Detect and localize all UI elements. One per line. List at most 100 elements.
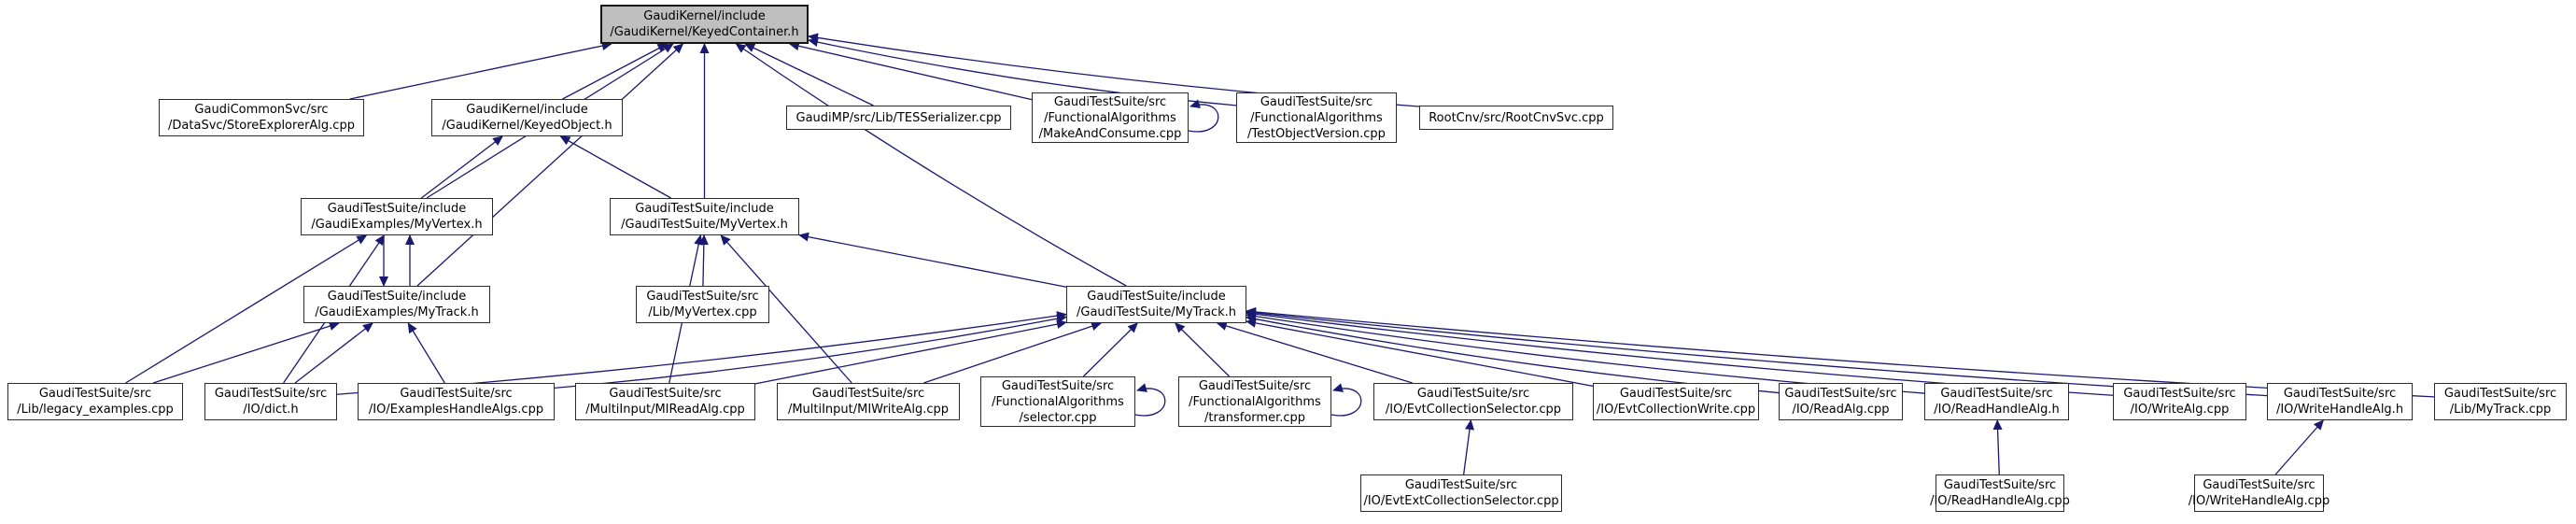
node-label-line: /IO/ExamplesHandleAlgs.cpp [368, 403, 544, 417]
node-label-line: GaudiTestSuite/src [1943, 478, 2057, 492]
edge-evt-ext-collection-selector-cpp--evt-collection-selector-cpp [1463, 419, 1474, 475]
graph-node-write-handle-alg-cpp[interactable]: GaudiTestSuite/src/IO/WriteHandleAlg.cpp [2189, 474, 2330, 512]
graph-node-lib-my-vertex-cpp[interactable]: GaudiTestSuite/src/Lib/MyVertex.cpp [636, 286, 769, 323]
graph-node-mi-read-alg-cpp[interactable]: GaudiTestSuite/src/MultiInput/MIReadAlg.… [575, 383, 755, 420]
node-label-line: /FunctionalAlgorithms [992, 394, 1124, 409]
node-label-line: GaudiTestSuite/src [609, 387, 722, 401]
node-label-line: GaudiTestSuite/src [214, 387, 328, 401]
node-label-line: GaudiTestSuite/src [2283, 387, 2397, 401]
edge-examples-my-vertex-h--keyed-object-h [420, 135, 503, 199]
node-label-line: /GaudiExamples/MyTrack.h [315, 305, 479, 319]
edge-mi-write-alg-cpp--testsuite-my-track-h [923, 321, 1103, 384]
graph-node-evt-ext-collection-selector-cpp[interactable]: GaudiTestSuite/src/IO/EvtExtCollectionSe… [1360, 474, 1562, 512]
graph-node-legacy-examples-cpp[interactable]: GaudiTestSuite/src/Lib/legacy_examples.c… [7, 383, 183, 420]
node-label-line: /IO/ReadAlg.cpp [1792, 403, 1890, 417]
self-loop-selector-cpp [1134, 383, 1166, 417]
node-label-line: /GaudiExamples/MyVertex.h [311, 218, 483, 232]
graph-node-read-alg-cpp[interactable]: GaudiTestSuite/src/IO/ReadAlg.cpp [1779, 383, 1903, 420]
graph-node-store-explorer-alg-cpp[interactable]: GaudiCommonSvc/src/DataSvc/StoreExplorer… [159, 99, 364, 136]
node-label-line: /MultiInput/MIWriteAlg.cpp [787, 403, 950, 417]
edge-read-handle-alg-cpp--read-handle-alg-h [1992, 419, 2003, 475]
node-label-line: /GaudiTestSuite/MyVertex.h [621, 218, 788, 232]
node-label-line: /FunctionalAlgorithms [1189, 394, 1321, 409]
node-label-line: /Lib/MyTrack.cpp [2449, 403, 2552, 417]
node-label-line: GaudiTestSuite/src [1198, 378, 1312, 393]
node-label-line: GaudiTestSuite/src [2443, 387, 2557, 401]
edge-store-explorer-alg-cpp--keyed-container-h [349, 41, 612, 100]
node-label-line: /IO/WriteHandleAlg.cpp [2188, 494, 2330, 508]
node-label-line: /IO/ReadHandleAlg.cpp [1930, 494, 2070, 508]
graph-node-keyed-container-h: GaudiKernel/include/GaudiKernel/KeyedCon… [600, 5, 809, 44]
edge-testsuite-my-track-h--keyed-container-h [735, 43, 1127, 287]
edge-testsuite-my-track-h--testsuite-my-vertex-h [798, 232, 1067, 288]
graph-node-read-handle-alg-h[interactable]: GaudiTestSuite/src/IO/ReadHandleAlg.h [1924, 383, 2069, 420]
graph-node-root-cnv-svc-cpp[interactable]: RootCnv/src/RootCnvSvc.cpp [1419, 106, 1613, 130]
node-label-line: GaudiTestSuite/src [1404, 478, 1518, 492]
node-label-line: GaudiTestSuite/src [38, 387, 152, 401]
graph-node-testsuite-my-vertex-h[interactable]: GaudiTestSuite/include/GaudiTestSuite/My… [610, 198, 799, 235]
edge-examples-handle-algs-cpp--examples-my-track-h [407, 322, 445, 384]
edge-lib-my-track-cpp--testsuite-my-track-h [1246, 306, 2435, 398]
node-label-line: GaudiTestSuite/include [635, 202, 774, 216]
edge-make-and-consume-cpp--keyed-container-h [788, 41, 1033, 101]
node-label-line: GaudiTestSuite/src [2203, 478, 2316, 492]
graph-node-mi-write-alg-cpp[interactable]: GaudiTestSuite/src/MultiInput/MIWriteAlg… [777, 383, 960, 420]
edge-write-handle-alg-cpp--write-handle-alg-h [2274, 419, 2325, 475]
node-label-line: /Lib/MyVertex.cpp [648, 305, 757, 319]
graph-node-testsuite-my-track-h[interactable]: GaudiTestSuite/include/GaudiTestSuite/My… [1066, 286, 1246, 323]
self-loop-make-and-consume-cpp [1188, 99, 1219, 133]
edge-io-dict-h--examples-my-track-h [294, 322, 373, 384]
node-label-line: GaudiTestSuite/include [1087, 290, 1226, 304]
node-label-line: GaudiTestSuite/src [646, 290, 759, 304]
graph-node-tes-serializer-cpp[interactable]: GaudiMP/src/Lib/TESSerializer.cpp [786, 106, 1011, 130]
edge-mi-read-alg-cpp--testsuite-my-track-h [754, 319, 1067, 385]
edge-examples-handle-algs-cpp--testsuite-my-track-h [554, 314, 1067, 389]
edge-testsuite-my-vertex-h--keyed-object-h [559, 135, 671, 199]
edge-mi-write-alg-cpp--testsuite-my-vertex-h [720, 234, 852, 384]
node-label-line: RootCnv/src/RootCnvSvc.cpp [1429, 110, 1604, 125]
graph-node-keyed-object-h[interactable]: GaudiKernel/include/GaudiKernel/KeyedObj… [431, 99, 623, 136]
node-label-line: /selector.cpp [1019, 410, 1097, 425]
edge-tes-serializer-cpp--keyed-container-h [744, 43, 874, 106]
node-label-line: GaudiTestSuite/src [1001, 378, 1115, 393]
graph-node-write-alg-cpp[interactable]: GaudiTestSuite/src/IO/WriteAlg.cpp [2113, 383, 2246, 420]
node-label-line: GaudiTestSuite/src [1619, 387, 1733, 401]
node-label-line: GaudiTestSuite/include [327, 202, 467, 216]
self-loop-transformer-cpp [1330, 383, 1362, 417]
node-label-line: /IO/EvtExtCollectionSelector.cpp [1363, 494, 1559, 508]
edge-evt-collection-write-cpp--testsuite-my-track-h [1246, 318, 1594, 388]
node-label-line: GaudiKernel/include [466, 103, 588, 117]
node-label-line: GaudiTestSuite/src [1260, 94, 1373, 109]
edge-transformer-cpp--testsuite-my-track-h [1175, 322, 1231, 377]
node-label-line: /transformer.cpp [1204, 410, 1306, 425]
graph-node-examples-my-track-h[interactable]: GaudiTestSuite/include/GaudiExamples/MyT… [303, 286, 490, 323]
graph-node-lib-my-track-cpp[interactable]: GaudiTestSuite/src/Lib/MyTrack.cpp [2434, 383, 2567, 420]
graph-node-evt-collection-selector-cpp[interactable]: GaudiTestSuite/src/IO/EvtCollectionSelec… [1373, 383, 1573, 420]
node-label-line: /IO/WriteAlg.cpp [2130, 403, 2230, 417]
graph-node-write-handle-alg-h[interactable]: GaudiTestSuite/src/IO/WriteHandleAlg.h [2267, 383, 2413, 420]
node-label-line: GaudiTestSuite/include [327, 290, 467, 304]
graph-node-make-and-consume-cpp[interactable]: GaudiTestSuite/src/FunctionalAlgorithms/… [1032, 92, 1189, 143]
edge-selector-cpp--testsuite-my-track-h [1082, 322, 1138, 377]
graph-node-examples-my-vertex-h[interactable]: GaudiTestSuite/include/GaudiExamples/MyV… [301, 198, 493, 235]
edge-examples-my-track-h--keyed-container-h [416, 43, 684, 287]
graph-node-test-object-version-cpp[interactable]: GaudiTestSuite/src/FunctionalAlgorithms/… [1236, 92, 1397, 143]
edge-evt-collection-selector-cpp--testsuite-my-track-h [1216, 321, 1413, 384]
node-label-line: GaudiCommonSvc/src [194, 103, 329, 117]
graph-node-read-handle-alg-cpp[interactable]: GaudiTestSuite/src/IO/ReadHandleAlg.cpp [1930, 474, 2070, 512]
graph-node-transformer-cpp[interactable]: GaudiTestSuite/src/FunctionalAlgorithms/… [1178, 376, 1331, 427]
node-label-line: GaudiTestSuite/src [400, 387, 513, 401]
node-label-line: /IO/EvtCollectionSelector.cpp [1385, 403, 1562, 417]
node-label-line: /Lib/legacy_examples.cpp [17, 403, 174, 417]
node-label-line: GaudiTestSuite/src [1416, 387, 1530, 401]
node-label-line: /GaudiKernel/KeyedObject.h [442, 119, 612, 133]
graph-node-selector-cpp[interactable]: GaudiTestSuite/src/FunctionalAlgorithms/… [980, 376, 1135, 427]
node-label-line: GaudiTestSuite/src [811, 387, 925, 401]
node-label-line: /DataSvc/StoreExplorerAlg.cpp [168, 119, 355, 133]
graph-node-examples-handle-algs-cpp[interactable]: GaudiTestSuite/src/IO/ExamplesHandleAlgs… [358, 383, 555, 420]
graph-node-evt-collection-write-cpp[interactable]: GaudiTestSuite/src/IO/EvtCollectionWrite… [1593, 383, 1759, 420]
edge-read-handle-alg-h--testsuite-my-track-h [1246, 311, 1925, 394]
graph-node-io-dict-h[interactable]: GaudiTestSuite/src/IO/dict.h [204, 383, 337, 420]
